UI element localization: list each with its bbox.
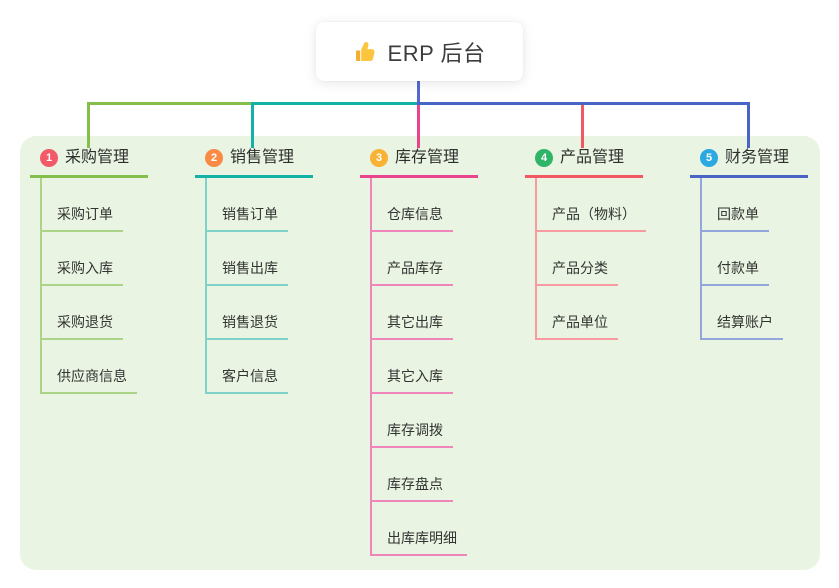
child-node-label[interactable]: 回款单 [700,204,769,232]
child-node[interactable]: 产品（物料） [535,178,675,232]
branch-product-children: 产品（物料） 产品分类 产品单位 [535,178,675,340]
child-node-label[interactable]: 结算账户 [700,312,783,340]
branch-label: 库存管理 [395,149,460,166]
child-node[interactable]: 采购退货 [40,286,180,340]
child-node[interactable]: 产品分类 [535,232,675,286]
branch-finance: 5 财务管理 回款单 付款单 结算账户 [690,148,839,340]
branch-label: 产品管理 [560,149,625,166]
child-node-label[interactable]: 产品分类 [535,258,618,286]
child-node-label[interactable]: 供应商信息 [40,366,137,394]
branch-inventory-node[interactable]: 3 库存管理 [360,148,478,178]
child-node[interactable]: 采购订单 [40,178,180,232]
child-node-label[interactable]: 仓库信息 [370,204,453,232]
child-node[interactable]: 客户信息 [205,340,345,394]
child-node-label[interactable]: 付款单 [700,258,769,286]
badge-1: 1 [40,149,58,167]
child-node[interactable]: 库存调拨 [370,394,510,448]
child-node-label[interactable]: 产品单位 [535,312,618,340]
branch2-drop-line [251,102,254,148]
badge-2: 2 [205,149,223,167]
children-connector-line [40,178,42,394]
branch-product-node[interactable]: 4 产品管理 [525,148,643,178]
child-node-label[interactable]: 出库库明细 [370,528,467,556]
child-node-label[interactable]: 销售出库 [205,258,288,286]
child-node[interactable]: 产品库存 [370,232,510,286]
child-node[interactable]: 库存盘点 [370,448,510,502]
branch-inventory-children: 仓库信息 产品库存 其它出库 其它入库 库存调拨 库存盘点 出库库明细 [370,178,510,556]
branch-purchase-children: 采购订单 采购入库 采购退货 供应商信息 [40,178,180,394]
badge-5: 5 [700,149,718,167]
child-node[interactable]: 仓库信息 [370,178,510,232]
badge-4: 4 [535,149,553,167]
branch-purchase: 1 采购管理 采购订单 采购入库 采购退货 供应商信息 [30,148,180,394]
branch5-drop-line [747,102,750,148]
child-node[interactable]: 销售订单 [205,178,345,232]
child-node[interactable]: 其它入库 [370,340,510,394]
child-node-label[interactable]: 产品（物料） [535,204,646,232]
child-node[interactable]: 付款单 [700,232,839,286]
thumbs-up-icon [354,40,378,64]
child-node[interactable]: 其它出库 [370,286,510,340]
branch-finance-children: 回款单 付款单 结算账户 [700,178,839,340]
child-node-label[interactable]: 库存盘点 [370,474,453,502]
branch-label: 财务管理 [725,149,790,166]
child-node[interactable]: 结算账户 [700,286,839,340]
branch4-drop-line [581,105,584,148]
branch-sales: 2 销售管理 销售订单 销售出库 销售退货 客户信息 [195,148,345,394]
branch-sales-node[interactable]: 2 销售管理 [195,148,313,178]
branch1-drop-line [87,102,90,148]
child-node-label[interactable]: 销售订单 [205,204,288,232]
child-node-label[interactable]: 客户信息 [205,366,288,394]
root-node[interactable]: ERP 后台 [316,22,523,81]
branch-finance-node[interactable]: 5 财务管理 [690,148,808,178]
child-node-label[interactable]: 其它入库 [370,366,453,394]
branch-product: 4 产品管理 产品（物料） 产品分类 产品单位 [525,148,675,340]
children-connector-line [205,178,207,394]
child-node-label[interactable]: 库存调拨 [370,420,453,448]
root-node-label: ERP 后台 [387,40,486,66]
branch-purchase-node[interactable]: 1 采购管理 [30,148,148,178]
child-node-label[interactable]: 销售退货 [205,312,288,340]
branch-label: 采购管理 [65,149,130,166]
child-node-label[interactable]: 采购退货 [40,312,123,340]
branch-sales-children: 销售订单 销售出库 销售退货 客户信息 [205,178,345,394]
bus-line-green [87,102,253,105]
children-connector-line [700,178,702,340]
root-stem-line [417,81,420,104]
branch-panel-background [20,136,820,570]
child-node-label[interactable]: 采购订单 [40,204,123,232]
branch-label: 销售管理 [230,149,295,166]
branch3-drop-line [417,102,420,148]
child-node-label[interactable]: 采购入库 [40,258,123,286]
child-node[interactable]: 销售出库 [205,232,345,286]
child-node[interactable]: 出库库明细 [370,502,510,556]
child-node[interactable]: 产品单位 [535,286,675,340]
child-node[interactable]: 供应商信息 [40,340,180,394]
child-node-label[interactable]: 其它出库 [370,312,453,340]
badge-3: 3 [370,149,388,167]
branch-inventory: 3 库存管理 仓库信息 产品库存 其它出库 其它入库 库存调拨 库存盘点 出库库… [360,148,510,556]
child-node-label[interactable]: 产品库存 [370,258,453,286]
child-node[interactable]: 回款单 [700,178,839,232]
bus-line-blue [417,102,750,105]
child-node[interactable]: 采购入库 [40,232,180,286]
children-connector-line [535,178,537,340]
children-connector-line [370,178,372,556]
child-node[interactable]: 销售退货 [205,286,345,340]
bus-line-teal [251,102,419,105]
